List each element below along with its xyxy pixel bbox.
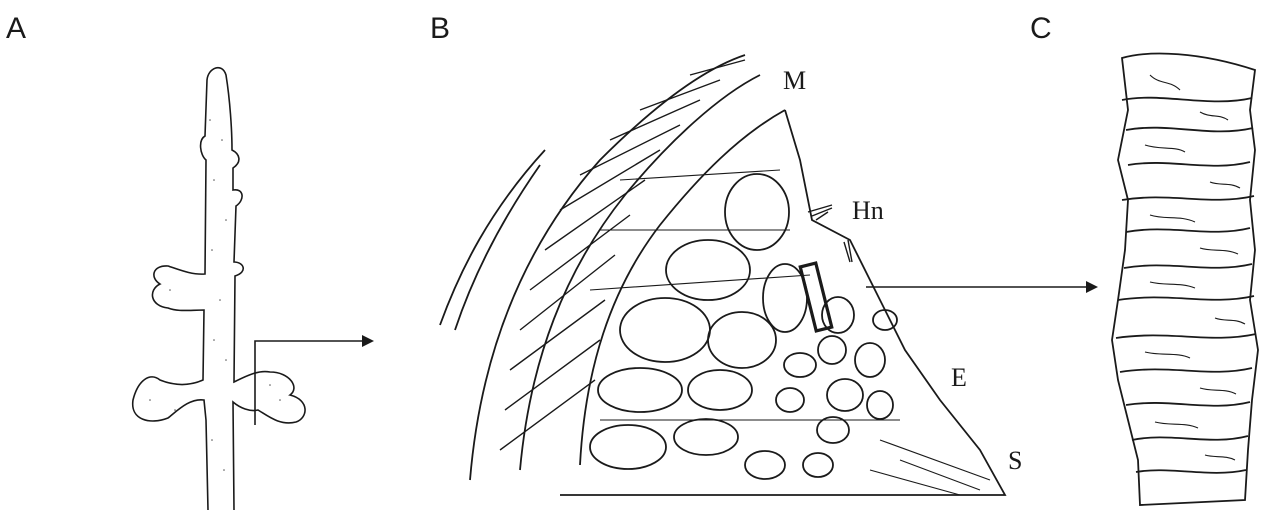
highlighted-cell-box — [800, 263, 831, 331]
panel-c-cell-column — [1112, 54, 1258, 505]
small-cell — [855, 343, 885, 377]
large-cell — [620, 298, 710, 362]
outer-layer-line-5 — [580, 110, 785, 465]
hypha-main-stem — [133, 68, 305, 510]
outer-layer-line-2 — [455, 165, 540, 330]
small-cell — [817, 417, 849, 443]
column-outline — [1112, 54, 1258, 505]
small-cell — [745, 451, 785, 479]
column-segment-line — [1124, 264, 1252, 268]
section-inner-network — [590, 170, 990, 495]
large-cell — [725, 174, 789, 250]
large-cell — [763, 264, 807, 332]
elongated-cells — [500, 60, 745, 450]
small-cell — [827, 379, 863, 411]
column-segment-line — [1122, 98, 1252, 102]
arrow-a-to-b — [255, 341, 372, 425]
large-cell — [590, 425, 666, 469]
column-segment-line — [1132, 436, 1248, 440]
column-segment-line — [1122, 196, 1254, 200]
large-cell — [708, 312, 776, 368]
section-edge — [560, 110, 1005, 495]
panel-a-hypha-drawing — [133, 68, 305, 510]
small-cell — [776, 388, 804, 412]
large-cell — [598, 368, 682, 412]
panel-b-cross-section — [440, 55, 1005, 495]
column-segment-line — [1126, 128, 1253, 132]
small-cell — [873, 310, 897, 330]
column-segment-line — [1118, 296, 1254, 300]
small-cell — [803, 453, 833, 477]
large-cell — [666, 240, 750, 300]
large-cell — [688, 370, 752, 410]
small-cell — [784, 353, 816, 377]
large-cell — [674, 419, 738, 455]
small-cell — [867, 391, 893, 419]
column-segment-line — [1120, 368, 1252, 372]
column-segment-line — [1126, 402, 1250, 406]
column-segment-line — [1128, 162, 1250, 166]
column-segment-line — [1136, 470, 1246, 473]
outer-layer-line-3 — [470, 55, 745, 480]
outer-layer-line-1 — [440, 150, 545, 325]
small-cell — [818, 336, 846, 364]
column-segment-line — [1116, 334, 1256, 338]
column-segment-line — [1126, 228, 1250, 232]
